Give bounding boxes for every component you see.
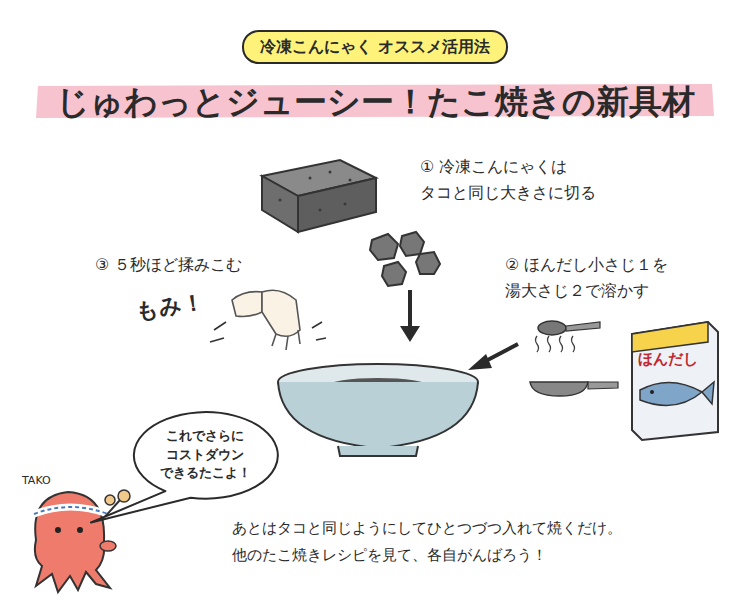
- sound-effect: もみ！: [134, 289, 205, 325]
- measuring-spoons: [530, 321, 618, 396]
- arrow-down: [400, 290, 420, 342]
- node-text-group: これでさらに コストダウン できるたこよ！: [153, 427, 257, 484]
- mascot-name: TAKO: [22, 474, 51, 487]
- speech-bubble: これでさらに コストダウン できるたこよ！: [131, 410, 279, 501]
- bowl: [278, 364, 478, 456]
- arrow-left: [468, 344, 518, 370]
- package-label: ほんだし: [638, 350, 698, 368]
- step-text: ① 冷凍こんにゃくは タコと同じ大きさに切る: [420, 154, 660, 205]
- note-text: あとはタコと同じようにしてひとつづつ入れて焼くだけ。 他のたこ焼きレシピを見て、…: [232, 515, 652, 569]
- hondashi-package: [632, 322, 718, 440]
- node-text: これでさらに コストダウン できるたこよ！: [153, 427, 257, 484]
- step-text: ② ほんだし小さじ１を 湯大さじ２で溶かす: [505, 252, 735, 303]
- node-text: 冷凍こんにゃく オススメ活用法: [260, 35, 490, 58]
- heading-pill: 冷凍こんにゃく オススメ活用法: [242, 30, 508, 63]
- title: じゅわっとジューシー！たこ焼きの新具材: [0, 80, 750, 125]
- node-text-group: 冷凍こんにゃく オススメ活用法: [260, 35, 490, 58]
- step-text: ③ ５秒ほど揉みこむ: [95, 252, 242, 278]
- octopus-mascot: [34, 490, 130, 592]
- hand: [210, 290, 326, 350]
- konnyaku-cubes: [370, 232, 440, 286]
- konnyaku-block: [262, 160, 376, 232]
